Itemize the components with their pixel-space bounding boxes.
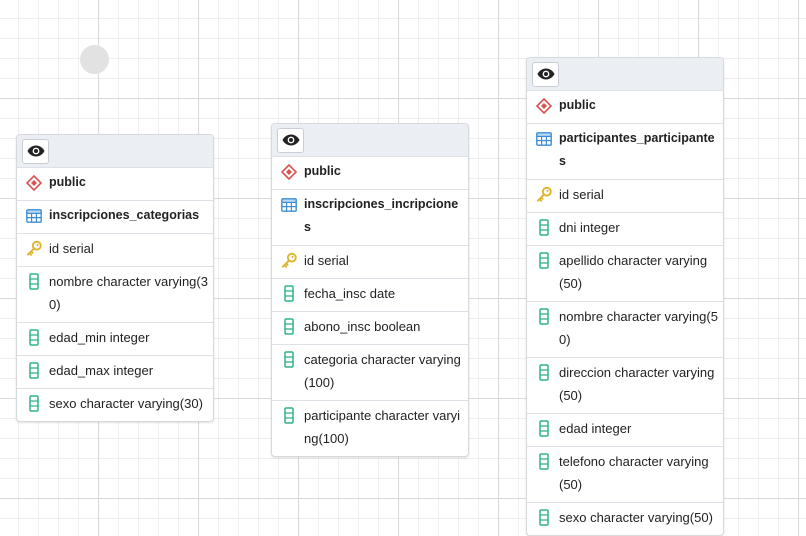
column-definition: id serial	[304, 253, 349, 268]
schema-row: public	[272, 157, 468, 190]
table-grid-icon	[26, 207, 42, 224]
table-node-inscripciones-incripciones[interactable]: public inscripciones_incripciones id ser…	[271, 123, 469, 457]
column-definition: id serial	[559, 187, 604, 202]
column-icon	[26, 273, 42, 290]
schema-row: public	[527, 91, 723, 124]
table-name: inscripciones_categorias	[49, 208, 200, 222]
column-row: sexo character varying(50)	[527, 503, 723, 535]
table-node-header	[17, 135, 213, 168]
column-row: nombre character varying(50)	[527, 302, 723, 358]
eye-icon	[282, 134, 300, 146]
column-icon	[26, 395, 42, 412]
column-icon	[536, 509, 552, 526]
column-icon	[536, 219, 552, 236]
column-icon	[281, 318, 297, 335]
column-definition: fecha_insc date	[304, 286, 396, 301]
column-definition: telefono character varying (50)	[559, 454, 709, 492]
schema-diamond-icon	[536, 97, 552, 114]
column-icon	[281, 285, 297, 302]
column-definition: sexo character varying(30)	[49, 396, 203, 411]
eye-icon	[27, 145, 45, 157]
table-name-row: inscripciones_categorias	[17, 201, 213, 234]
column-definition: abono_insc boolean	[304, 319, 421, 334]
column-definition: sexo character varying(50)	[559, 510, 713, 525]
column-icon	[536, 364, 552, 381]
view-data-button[interactable]	[22, 138, 49, 164]
column-row: nombre character varying(30)	[17, 267, 213, 323]
table-grid-icon	[536, 130, 552, 147]
column-icon	[26, 329, 42, 346]
column-definition: id serial	[49, 241, 94, 256]
column-row: id serial	[17, 234, 213, 267]
table-node-inscripciones-categorias[interactable]: public inscripciones_categorias id seria…	[16, 134, 214, 422]
column-definition: participante character varying(100)	[304, 408, 461, 446]
column-definition: direccion character varying (50)	[559, 365, 715, 403]
key-icon	[536, 186, 552, 203]
column-definition: nombre character varying(50)	[559, 309, 718, 347]
schema-name: public	[304, 164, 341, 178]
column-row: dni integer	[527, 213, 723, 246]
column-list: id serial dni integer apellido character v…	[527, 180, 723, 535]
column-row: edad_max integer	[17, 356, 213, 389]
column-row: participante character varying(100)	[272, 401, 468, 456]
table-grid-icon	[281, 196, 297, 213]
view-data-button[interactable]	[277, 127, 304, 153]
column-row: direccion character varying (50)	[527, 358, 723, 414]
column-row: fecha_insc date	[272, 279, 468, 312]
column-icon	[281, 351, 297, 368]
table-name-row: inscripciones_incripciones	[272, 190, 468, 246]
eye-icon	[537, 68, 555, 80]
column-definition: edad_max integer	[49, 363, 154, 378]
column-row: id serial	[272, 246, 468, 279]
column-list: id serial nombre character varying(30) eda…	[17, 234, 213, 421]
column-row: telefono character varying (50)	[527, 447, 723, 503]
column-icon	[536, 453, 552, 470]
column-row: apellido character varying (50)	[527, 246, 723, 302]
column-row: categoria character varying (100)	[272, 345, 468, 401]
schema-row: public	[17, 168, 213, 201]
table-name-row: participantes_participantes	[527, 124, 723, 180]
key-icon	[26, 240, 42, 257]
column-icon	[536, 308, 552, 325]
column-row: edad_min integer	[17, 323, 213, 356]
table-node-header	[527, 58, 723, 91]
column-definition: dni integer	[559, 220, 620, 235]
column-icon	[536, 420, 552, 437]
column-definition: nombre character varying(30)	[49, 274, 208, 312]
key-icon	[281, 252, 297, 269]
column-definition: edad integer	[559, 421, 632, 436]
cursor-indicator	[80, 45, 109, 74]
schema-name: public	[559, 98, 596, 112]
view-data-button[interactable]	[532, 61, 559, 87]
column-row: sexo character varying(30)	[17, 389, 213, 421]
column-definition: apellido character varying (50)	[559, 253, 708, 291]
column-icon	[26, 362, 42, 379]
column-definition: categoria character varying (100)	[304, 352, 461, 390]
column-icon	[281, 407, 297, 424]
column-definition: edad_min integer	[49, 330, 150, 345]
schema-name: public	[49, 175, 86, 189]
column-icon	[536, 252, 552, 269]
table-node-header	[272, 124, 468, 157]
schema-diamond-icon	[26, 174, 42, 191]
table-node-participantes-participantes[interactable]: public participantes_participantes id se…	[526, 57, 724, 536]
column-row: abono_insc boolean	[272, 312, 468, 345]
column-row: id serial	[527, 180, 723, 213]
schema-diamond-icon	[281, 163, 297, 180]
table-name: participantes_participantes	[559, 131, 715, 168]
table-name: inscripciones_incripciones	[304, 197, 459, 234]
column-list: id serial fecha_insc date abono_insc boole…	[272, 246, 468, 456]
column-row: edad integer	[527, 414, 723, 447]
